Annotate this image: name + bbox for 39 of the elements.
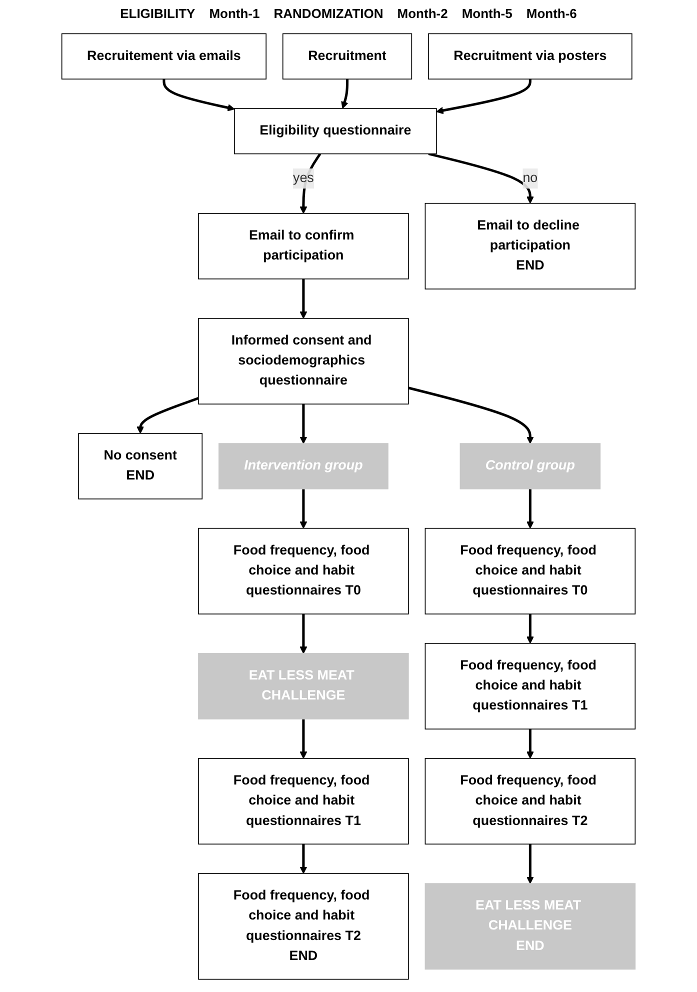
node-box: Email to confirm participation [198,213,409,280]
node-box: Food frequency, food choice and habit questionnaires T1 [198,758,409,844]
label-text: Month-6 [526,6,577,21]
arrow [526,614,534,644]
arrow [300,404,308,444]
arrow [526,488,534,529]
arrow [436,79,532,114]
node-box: No consent END [78,433,203,500]
label-text: ELIGIBILITY [120,6,196,21]
node-box: Food frequency, food choice and habit questionnaires T2 [424,758,636,844]
arrow [341,79,349,109]
edge-label: yes [292,171,314,186]
node-box: Email to decline participation END [424,202,636,290]
node-box: Eligibility questionnaire [234,108,437,154]
label-text: RANDOMIZATION [274,6,384,21]
arrow [300,278,308,319]
node-box: Recruitment [282,33,412,80]
node-box: Informed consent and sociodemographics questionnaire [198,318,409,404]
node-box: Food frequency, food choice and habit questionnaires T2 END [198,873,409,980]
arrow [526,844,534,884]
arrow [408,386,534,444]
label-text: Month-2 [397,6,448,21]
node-box: Food frequency, food choice and habit questionnaires T0 [424,528,636,614]
arrow [136,397,199,434]
arrow [162,79,235,112]
arrow [526,729,534,759]
arrow [300,718,308,759]
label-text: Month-1 [209,6,260,21]
arrow [300,614,308,654]
label-text: Month-5 [462,6,512,21]
edge-label: no [522,171,538,186]
node-box: Food frequency, food choice and habit questionnaires T1 [424,642,636,730]
arrow [300,844,308,874]
arrow [300,488,308,529]
node-box: Food frequency, food choice and habit questionnaires T0 [198,528,409,614]
arrow [428,152,534,204]
arrow [300,153,322,214]
node-box: Recruitment via posters [428,33,632,80]
node-box: Recruitement via emails [61,33,266,80]
